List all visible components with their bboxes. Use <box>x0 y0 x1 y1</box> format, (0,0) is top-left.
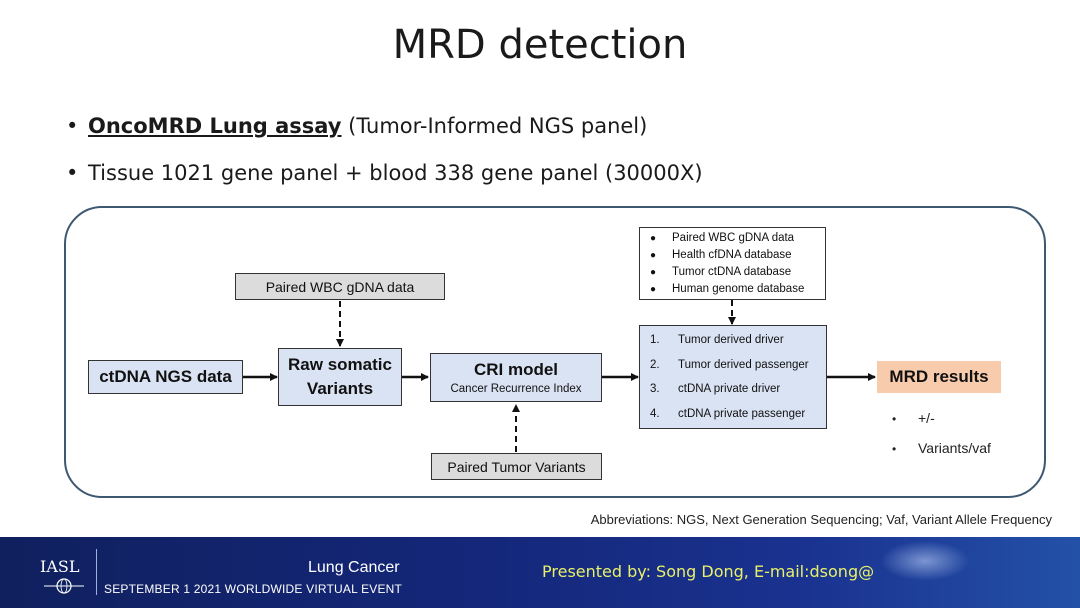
footer-banner: IASL Lung Cancer SEPTEMBER 1 2021 WORLDW… <box>0 537 1080 608</box>
list-item: ●Paired WBC gDNA data <box>650 231 795 244</box>
assay-description: (Tumor-Informed NGS panel) <box>341 114 648 138</box>
footer-divider <box>96 549 97 595</box>
variant-categories-list: 1.Tumor derived driver 2.Tumor derived p… <box>640 328 809 426</box>
cri-model-subtitle: Cancer Recurrence Index <box>450 383 582 395</box>
panel-description: Tissue 1021 gene panel + blood 338 gene … <box>88 161 703 185</box>
list-item: ●Health cfDNA database <box>650 248 792 261</box>
list-item: •+/- <box>892 410 935 426</box>
ctdna-ngs-label: ctDNA NGS data <box>99 367 232 386</box>
list-item: ●Human genome database <box>650 282 805 295</box>
event-subtitle: SEPTEMBER 1 2021 WORLDWIDE VIRTUAL EVENT <box>104 582 403 596</box>
raw-variants-line1: Raw somatic <box>288 355 392 374</box>
raw-variants-box: Raw somatic Variants <box>278 348 402 406</box>
mrd-results-label: MRD results <box>889 367 989 386</box>
cri-model-box: CRI model Cancer Recurrence Index <box>430 353 602 402</box>
list-item: 4.ctDNA private passenger <box>650 407 806 420</box>
assay-name: OncoMRD Lung assay <box>88 114 342 138</box>
database-list: ●Paired WBC gDNA data ●Health cfDNA data… <box>640 230 804 298</box>
presenter-info: Presented by: Song Dong, E-mail:dsong@ <box>542 562 875 581</box>
list-item: 3.ctDNA private driver <box>650 383 781 395</box>
light-glow <box>880 541 970 581</box>
ctdna-ngs-box: ctDNA NGS data <box>88 360 243 394</box>
raw-variants-line2: Variants <box>306 379 374 398</box>
abbreviations-note: Abbreviations: NGS, Next Generation Sequ… <box>590 512 1052 527</box>
org-logo-text: IASL <box>40 557 80 576</box>
bullet-dot: • <box>66 161 79 185</box>
bullet-assay: • OncoMRD Lung assay (Tumor-Informed NGS … <box>66 114 647 138</box>
bullet-panel: • Tissue 1021 gene panel + blood 338 gene… <box>66 161 703 185</box>
list-item: ●Tumor ctDNA database <box>650 265 792 278</box>
wbc-gdna-label: Paired WBC gDNA data <box>265 278 415 295</box>
list-item: •Variants/vaf <box>892 440 991 456</box>
paired-tumor-box: Paired Tumor Variants <box>431 453 602 480</box>
page-title: MRD detection <box>392 22 688 68</box>
globe-icon <box>44 578 84 594</box>
workflow-panel <box>64 206 1046 498</box>
wbc-gdna-box: Paired WBC gDNA data <box>235 273 445 300</box>
variant-categories-box: 1.Tumor derived driver 2.Tumor derived p… <box>639 325 827 429</box>
mrd-results-box: MRD results <box>877 361 1001 393</box>
list-item: 1.Tumor derived driver <box>650 334 784 346</box>
paired-tumor-label: Paired Tumor Variants <box>447 458 586 475</box>
database-box: ●Paired WBC gDNA data ●Health cfDNA data… <box>639 227 826 300</box>
mrd-results-list: •+/- •Variants/vaf <box>892 410 991 470</box>
list-item: 2.Tumor derived passenger <box>650 358 809 371</box>
bullet-dot: • <box>66 114 79 138</box>
event-title: Lung Cancer <box>308 559 400 576</box>
cri-model-title: CRI model <box>473 360 559 379</box>
